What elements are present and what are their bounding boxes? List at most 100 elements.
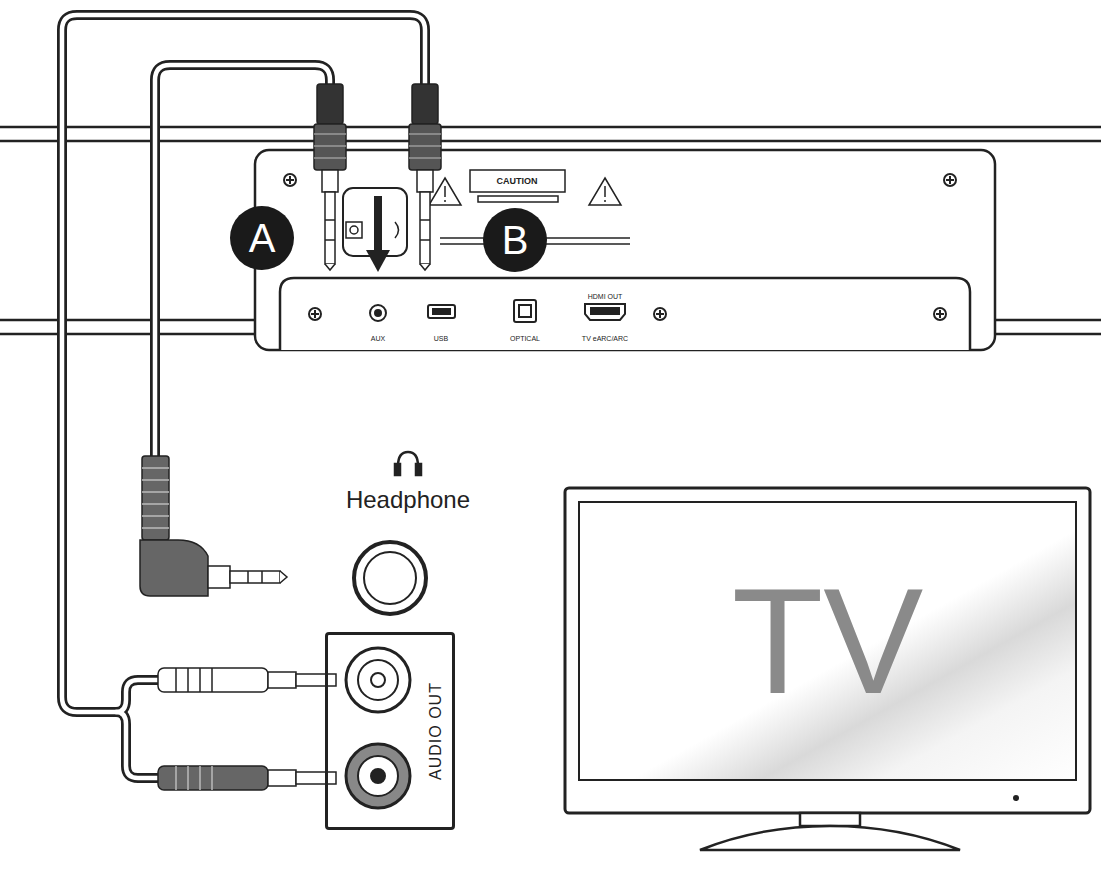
cable <box>62 15 425 712</box>
headphone-jack <box>354 542 426 614</box>
callout-letter: B <box>502 220 529 260</box>
headphone-plug <box>280 571 287 583</box>
plug-b <box>409 134 441 158</box>
tv-set <box>800 813 860 826</box>
rca-plug <box>176 668 212 692</box>
rca-jack <box>346 648 410 712</box>
cable <box>155 65 330 458</box>
plug-a <box>314 134 346 158</box>
cable <box>62 15 425 712</box>
headphone-plug <box>248 571 262 583</box>
tv-set <box>578 501 1077 781</box>
plug-b <box>420 192 430 264</box>
audio-out-panel: AUDIO OUT <box>325 632 455 830</box>
headphone-jack <box>364 552 416 604</box>
caution-sticker <box>604 186 606 202</box>
port <box>591 308 619 314</box>
rca-jack <box>358 660 398 700</box>
rear-panel <box>255 150 995 350</box>
port <box>585 304 625 320</box>
rca-plug <box>268 672 296 688</box>
cable <box>155 65 330 458</box>
headphone-plug <box>140 540 208 596</box>
caution-sticker <box>444 186 446 202</box>
headphone-plug <box>142 468 169 528</box>
headphone-icon <box>395 452 421 475</box>
port <box>519 305 531 317</box>
rca-plug <box>296 674 336 686</box>
insert-arrow <box>350 226 358 234</box>
cable <box>116 680 160 712</box>
port <box>370 300 625 322</box>
jack-label: Headphone <box>346 488 470 512</box>
port-label: AUX <box>371 335 385 342</box>
caution-sticker <box>478 196 558 202</box>
callout-circle: A <box>230 206 294 270</box>
screw <box>286 176 954 318</box>
rca-jack <box>371 769 385 783</box>
rca-plug <box>268 770 296 786</box>
headphone-plug <box>142 456 169 540</box>
caution-text: CAUTION <box>497 177 538 186</box>
headphone-plug <box>208 566 230 588</box>
plug-b <box>420 264 430 270</box>
panel-label: AUDIO OUT <box>428 682 444 780</box>
plug-b <box>409 84 441 270</box>
port <box>428 305 455 318</box>
plug-a <box>325 264 335 270</box>
cable <box>62 15 425 778</box>
tv-screen: TV <box>578 501 1077 781</box>
plug-b <box>412 84 438 124</box>
insert-arrow <box>395 222 399 238</box>
port <box>433 309 450 314</box>
callout-circle: B <box>483 208 547 272</box>
plug-b <box>417 170 433 192</box>
rca-jack <box>358 756 398 796</box>
caution-sticker <box>470 170 565 192</box>
tv-set <box>565 488 1090 850</box>
tv-set <box>1013 795 1019 801</box>
plug-a <box>314 84 346 270</box>
rca-jack <box>371 673 385 687</box>
plug-a <box>325 220 335 240</box>
headphone-icon <box>416 464 421 475</box>
insert-arrow <box>343 188 407 256</box>
rca-plug <box>176 766 212 790</box>
caution-sticker <box>589 178 621 205</box>
soundbar-rail <box>0 140 1101 143</box>
plug-b <box>409 124 441 170</box>
port-label: OPTICAL <box>510 335 540 342</box>
screen-label: TV <box>732 566 924 716</box>
rca-plug <box>158 668 336 790</box>
port-label: USB <box>434 335 448 342</box>
plug-b <box>420 220 430 240</box>
rca-jack <box>346 744 410 808</box>
plug-a <box>317 84 343 124</box>
plug-a <box>314 124 346 170</box>
cable <box>116 680 160 712</box>
headphone-plug <box>230 571 280 583</box>
rear-panel <box>255 150 995 350</box>
screw <box>284 174 956 320</box>
headphone-icon <box>395 464 400 475</box>
rca-jack <box>346 648 410 808</box>
port <box>375 310 381 316</box>
cable <box>62 15 425 778</box>
plug-a <box>325 192 335 264</box>
callout-letter: A <box>249 218 276 258</box>
plug-a <box>322 170 338 192</box>
port <box>370 305 386 321</box>
rear-panel <box>280 278 970 350</box>
port-label: HDMI OUT <box>588 293 623 300</box>
insert-arrow <box>366 250 390 272</box>
rca-plug <box>158 668 268 692</box>
cable <box>62 15 425 778</box>
tv-set <box>700 826 960 850</box>
headphone-plug <box>140 456 287 596</box>
headphone-jack <box>354 542 426 614</box>
port-label: TV eARC/ARC <box>582 335 628 342</box>
tv-set <box>565 488 1090 813</box>
rca-plug <box>296 772 336 784</box>
